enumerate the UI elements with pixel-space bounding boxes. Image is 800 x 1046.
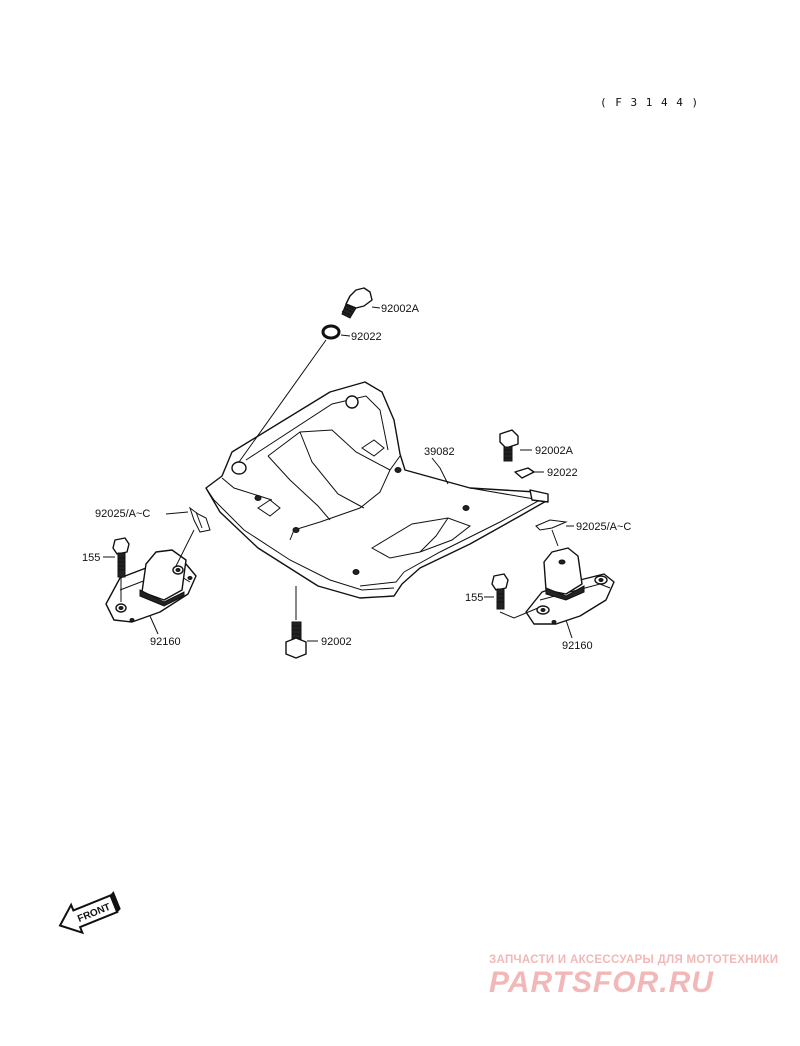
label-bolt-top: 92002A xyxy=(381,303,420,315)
leader-line xyxy=(165,511,189,515)
clip-icon xyxy=(189,506,211,533)
label-bolt-155-right: 155 xyxy=(465,592,483,604)
watermark: ЗАПЧАСТИ И АКСЕССУАРЫ ДЛЯ МОТОТЕХНИКИ PA… xyxy=(489,954,778,999)
washer-icon xyxy=(321,324,341,340)
bracket-plate xyxy=(205,381,549,599)
label-mount-right: 92160 xyxy=(562,640,593,652)
label-clip-left: 92025/A~C xyxy=(95,508,150,520)
leader-line xyxy=(565,619,573,639)
bolt-icon xyxy=(499,429,519,462)
bolt-icon xyxy=(341,287,373,319)
label-bolt-bottom: 92002 xyxy=(321,636,352,648)
label-washer-right: 92022 xyxy=(547,467,578,479)
reference-code: ( F 3 1 4 4 ) xyxy=(600,96,699,109)
engine-mount-icon xyxy=(105,549,197,623)
label-washer-top: 92022 xyxy=(351,331,382,343)
leader-line xyxy=(431,457,449,485)
label-bolt-right: 92002A xyxy=(535,445,574,457)
label-bolt-155-left: 155 xyxy=(82,552,100,564)
leader-line xyxy=(551,529,559,547)
leader-line xyxy=(499,607,539,619)
leader-line xyxy=(175,529,195,567)
leader-line xyxy=(340,334,351,337)
watermark-brand: PARTSFOR.RU xyxy=(489,966,714,999)
label-plate: 39082 xyxy=(424,446,455,458)
front-arrow: FRONT xyxy=(58,891,121,935)
washer-icon xyxy=(514,467,535,479)
leader-line xyxy=(149,615,159,635)
bolt-icon xyxy=(112,537,130,578)
leader-line xyxy=(371,306,381,309)
engine-mount-icon xyxy=(525,547,615,625)
clip-icon xyxy=(535,519,568,531)
leader-line xyxy=(238,339,327,463)
bolt-icon xyxy=(491,573,509,610)
bolt-icon xyxy=(285,621,307,659)
label-clip-right: 92025/A~C xyxy=(576,521,631,533)
label-mount-left: 92160 xyxy=(150,636,181,648)
watermark-tagline: ЗАПЧАСТИ И АКСЕССУАРЫ ДЛЯ МОТОТЕХНИКИ xyxy=(489,954,778,966)
